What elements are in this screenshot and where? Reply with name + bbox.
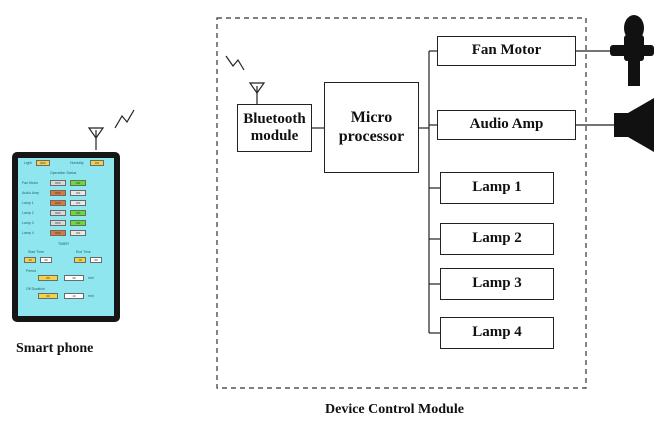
off-button[interactable]: OFF bbox=[50, 210, 66, 216]
on-button[interactable]: ON bbox=[70, 180, 86, 186]
end-time-label: End Time bbox=[76, 250, 91, 254]
off-button[interactable]: OFF bbox=[50, 230, 66, 236]
light-value[interactable]: OFF bbox=[36, 160, 50, 166]
phone-antenna-icon bbox=[87, 109, 135, 150]
off-button[interactable]: OFF bbox=[50, 180, 66, 186]
output-label: Audio Amp bbox=[469, 116, 544, 133]
operation-status-title: Operation Status bbox=[50, 171, 77, 175]
lamp-4-box: Lamp 4 bbox=[440, 317, 554, 349]
output-label: Lamp 4 bbox=[472, 324, 522, 341]
off-button[interactable]: OFF bbox=[50, 200, 66, 206]
output-label: Lamp 2 bbox=[472, 230, 522, 247]
period-hour-field[interactable]: 00 bbox=[38, 275, 58, 281]
off-duration-unit: min bbox=[88, 294, 94, 298]
smartphone: Light OFF Humidity ON Operation Status F… bbox=[12, 152, 120, 322]
row-label: Lamp 4 bbox=[22, 231, 34, 235]
off-duration-minute-field[interactable]: 10 bbox=[64, 293, 84, 299]
device-control-module-boundary bbox=[216, 17, 587, 389]
timer-title: TIMER bbox=[58, 242, 69, 246]
start-minute-field[interactable]: 00 bbox=[40, 257, 52, 263]
row-label: Lamp 3 bbox=[22, 221, 34, 225]
lamp-2-box: Lamp 2 bbox=[440, 223, 554, 255]
row-label: Audio Amp bbox=[22, 191, 39, 195]
device-control-module-caption: Device Control Module bbox=[325, 402, 464, 417]
output-label: Lamp 3 bbox=[472, 275, 522, 292]
lamp-1-box: Lamp 1 bbox=[440, 172, 554, 204]
light-label: Light bbox=[24, 161, 32, 165]
microprocessor-label: Micro processor bbox=[338, 109, 405, 145]
start-time-label: Start Time bbox=[28, 250, 44, 254]
on-button[interactable]: ON bbox=[70, 200, 86, 206]
output-label: Lamp 1 bbox=[472, 179, 522, 196]
period-minute-field[interactable]: 30 bbox=[64, 275, 84, 281]
off-duration-hour-field[interactable]: 00 bbox=[38, 293, 58, 299]
output-label: Fan Motor bbox=[471, 42, 542, 59]
bluetooth-antenna-icon bbox=[225, 55, 266, 104]
start-hour-field[interactable]: 10 bbox=[24, 257, 36, 263]
audio-amp-box: Audio Amp bbox=[437, 110, 576, 140]
microprocessor-box: Micro processor bbox=[324, 82, 419, 173]
end-minute-field[interactable]: 00 bbox=[90, 257, 102, 263]
lamp-3-box: Lamp 3 bbox=[440, 268, 554, 300]
on-button[interactable]: ON bbox=[70, 230, 86, 236]
bluetooth-module-box: Bluetooth module bbox=[237, 104, 312, 152]
row-label: Lamp 2 bbox=[22, 211, 34, 215]
end-hour-field[interactable]: 15 bbox=[74, 257, 86, 263]
on-button[interactable]: ON bbox=[70, 220, 86, 226]
on-button[interactable]: ON bbox=[70, 190, 86, 196]
humidity-label: Humidity bbox=[70, 161, 84, 165]
fan-motor-box: Fan Motor bbox=[437, 36, 576, 66]
off-button[interactable]: OFF bbox=[50, 190, 66, 196]
row-label: Lamp 1 bbox=[22, 201, 34, 205]
on-button[interactable]: ON bbox=[70, 210, 86, 216]
row-label: Fan Motor bbox=[22, 181, 38, 185]
fan-icon bbox=[610, 15, 654, 86]
smartphone-screen: Light OFF Humidity ON Operation Status F… bbox=[18, 158, 114, 316]
humidity-value[interactable]: ON bbox=[90, 160, 104, 166]
period-unit: min bbox=[88, 276, 94, 280]
smartphone-caption: Smart phone bbox=[16, 341, 94, 356]
bluetooth-module-label: Bluetooth module bbox=[243, 110, 306, 144]
speaker-icon bbox=[614, 98, 654, 152]
period-label: Period bbox=[26, 269, 37, 273]
off-button[interactable]: OFF bbox=[50, 220, 66, 226]
off-duration-label: Off Duration bbox=[26, 287, 45, 291]
